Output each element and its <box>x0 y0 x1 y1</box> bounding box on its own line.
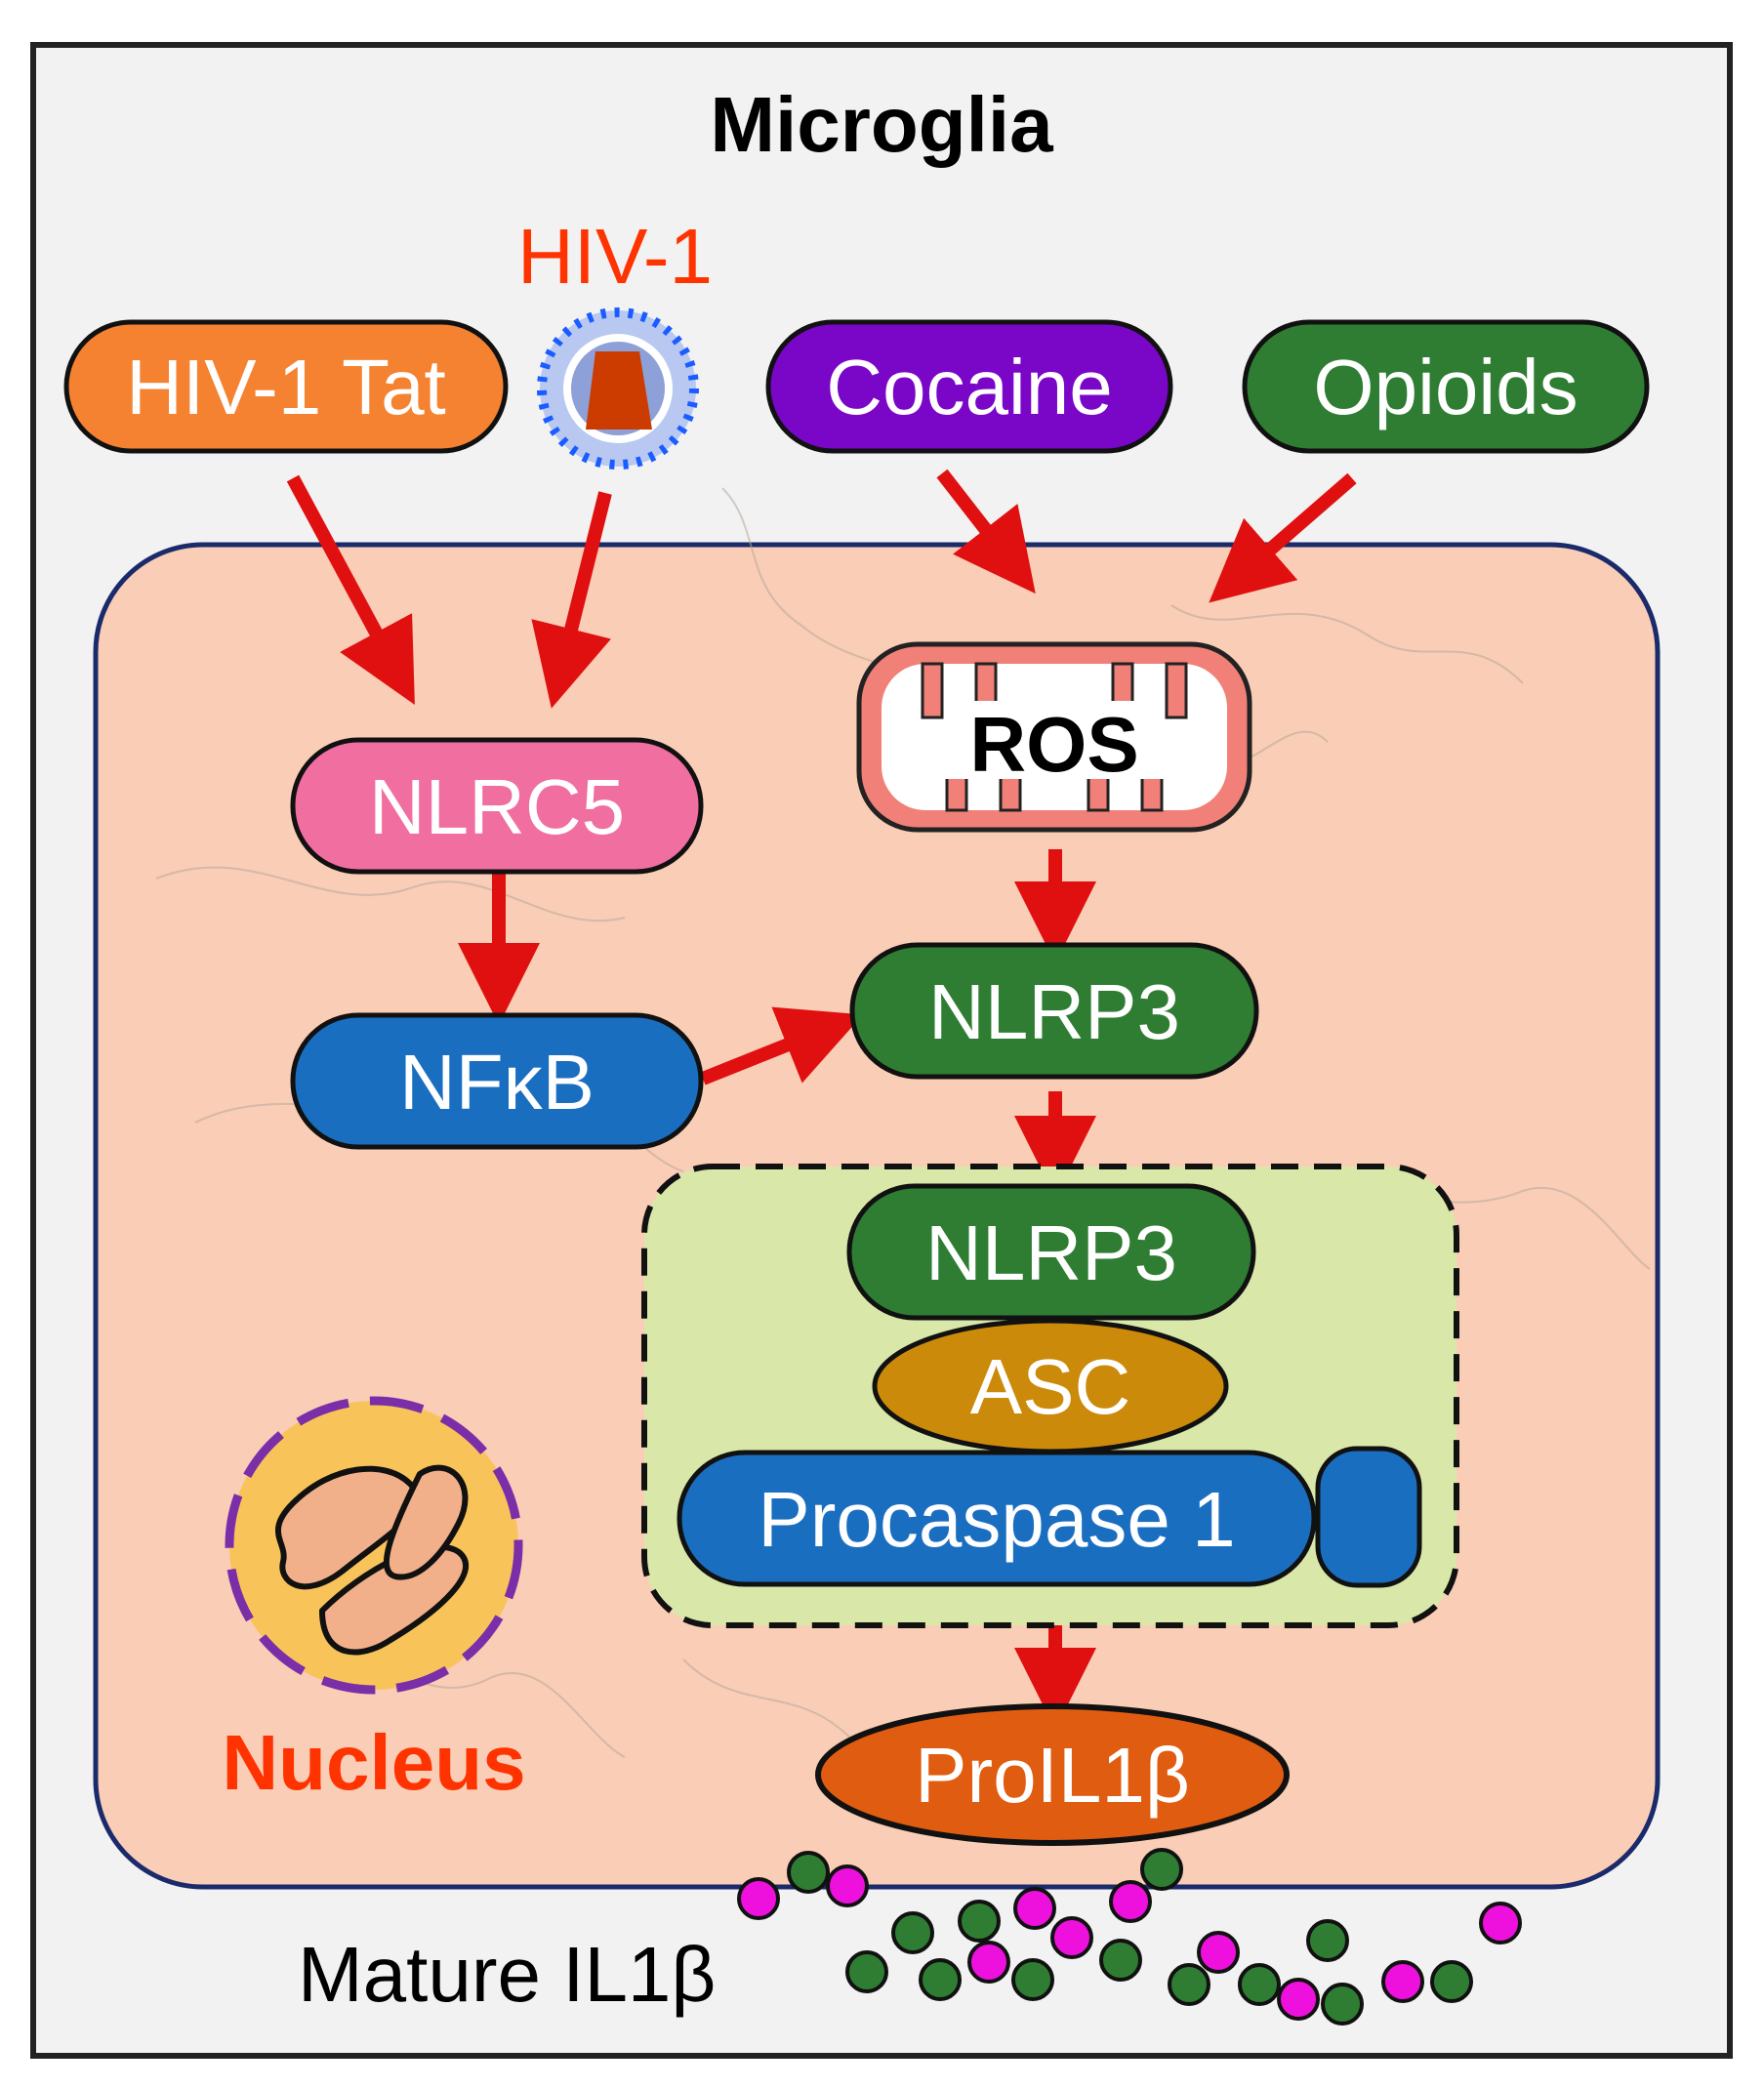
il1b-particle <box>919 1958 962 2001</box>
asc-node: ASC <box>872 1318 1229 1454</box>
chromosome-icon <box>274 1464 469 1656</box>
complex-nlrp3-label: NLRP3 <box>925 1209 1177 1296</box>
cocaine-label: Cocaine <box>826 344 1113 430</box>
il1b-particle <box>1011 1958 1054 2001</box>
il1b-particle <box>737 1877 780 1920</box>
nucleus <box>225 1396 523 1695</box>
il1b-particles <box>737 1848 1522 2026</box>
il1b-particle <box>1050 1916 1093 1959</box>
hiv1-virus-label: HIV-1 <box>517 213 713 300</box>
il1b-particle <box>1381 1960 1424 2003</box>
nfkb-node: NFκB <box>290 1012 704 1150</box>
il1b-particle <box>1306 1919 1349 1962</box>
il1b-particle <box>891 1911 934 1954</box>
proil1b-node: ProIL1β <box>815 1703 1290 1846</box>
il1b-particle <box>1479 1902 1522 1945</box>
nfkb-label: NFκB <box>399 1039 595 1126</box>
il1b-particle <box>1099 1939 1142 1982</box>
hiv1-virion-icon <box>537 307 699 470</box>
nlrc5-node: NLRC5 <box>290 737 704 875</box>
arrow-virus-to-nlrc5 <box>531 491 612 709</box>
il1b-particle <box>1109 1880 1152 1923</box>
ros-label: ROS <box>969 701 1138 788</box>
procaspase1-node: Procaspase 1 <box>677 1446 1422 1588</box>
il1b-particle <box>1168 1963 1210 2006</box>
mature-il1b-label: Mature IL1β <box>298 1931 716 2018</box>
arrow-cocaine-to-ros <box>936 469 1036 594</box>
il1b-particle <box>1238 1963 1281 2006</box>
il1b-particle <box>1430 1960 1473 2003</box>
procaspase1-label: Procaspase 1 <box>758 1476 1235 1563</box>
arrow-tat-to-nlrc5 <box>286 474 415 705</box>
il1b-particle <box>1197 1931 1240 1974</box>
hiv1-tat-node: HIV-1 Tat <box>63 319 509 454</box>
diagram-title: Microglia <box>710 81 1053 168</box>
il1b-particle <box>1321 1983 1364 2026</box>
il1b-particle <box>958 1900 1001 1943</box>
il1b-particle <box>826 1864 869 1907</box>
hiv1-tat-label: HIV-1 Tat <box>126 344 446 430</box>
il1b-particle <box>845 1950 888 1993</box>
proil1b-label: ProIL1β <box>915 1732 1190 1819</box>
nlrp3-node: NLRP3 <box>849 942 1259 1080</box>
il1b-particle <box>967 1941 1010 1984</box>
il1b-particle <box>1013 1887 1056 1930</box>
arrow-nfkb-to-nlrp3 <box>700 1006 863 1085</box>
il1b-particle <box>787 1851 830 1894</box>
arrow-opioids-to-ros <box>1209 472 1357 603</box>
complex-nlrp3-node: NLRP3 <box>846 1183 1256 1321</box>
nlrc5-label: NLRC5 <box>369 763 625 850</box>
il1b-particle <box>1277 1978 1320 2021</box>
nucleus-label: Nucleus <box>222 1719 525 1806</box>
pathway-arrows <box>286 469 1357 1730</box>
nlrp3-label: NLRP3 <box>928 968 1180 1055</box>
asc-label: ASC <box>970 1343 1131 1430</box>
opioids-node: Opioids <box>1242 319 1650 454</box>
mitochondrion-ros: ROS <box>856 641 1252 833</box>
il1b-particle <box>1140 1848 1183 1891</box>
inflammasome-complex: NLRP3 ASC Procaspase 1 <box>641 1164 1459 1628</box>
opioids-label: Opioids <box>1313 344 1578 430</box>
cocaine-node: Cocaine <box>765 319 1173 454</box>
